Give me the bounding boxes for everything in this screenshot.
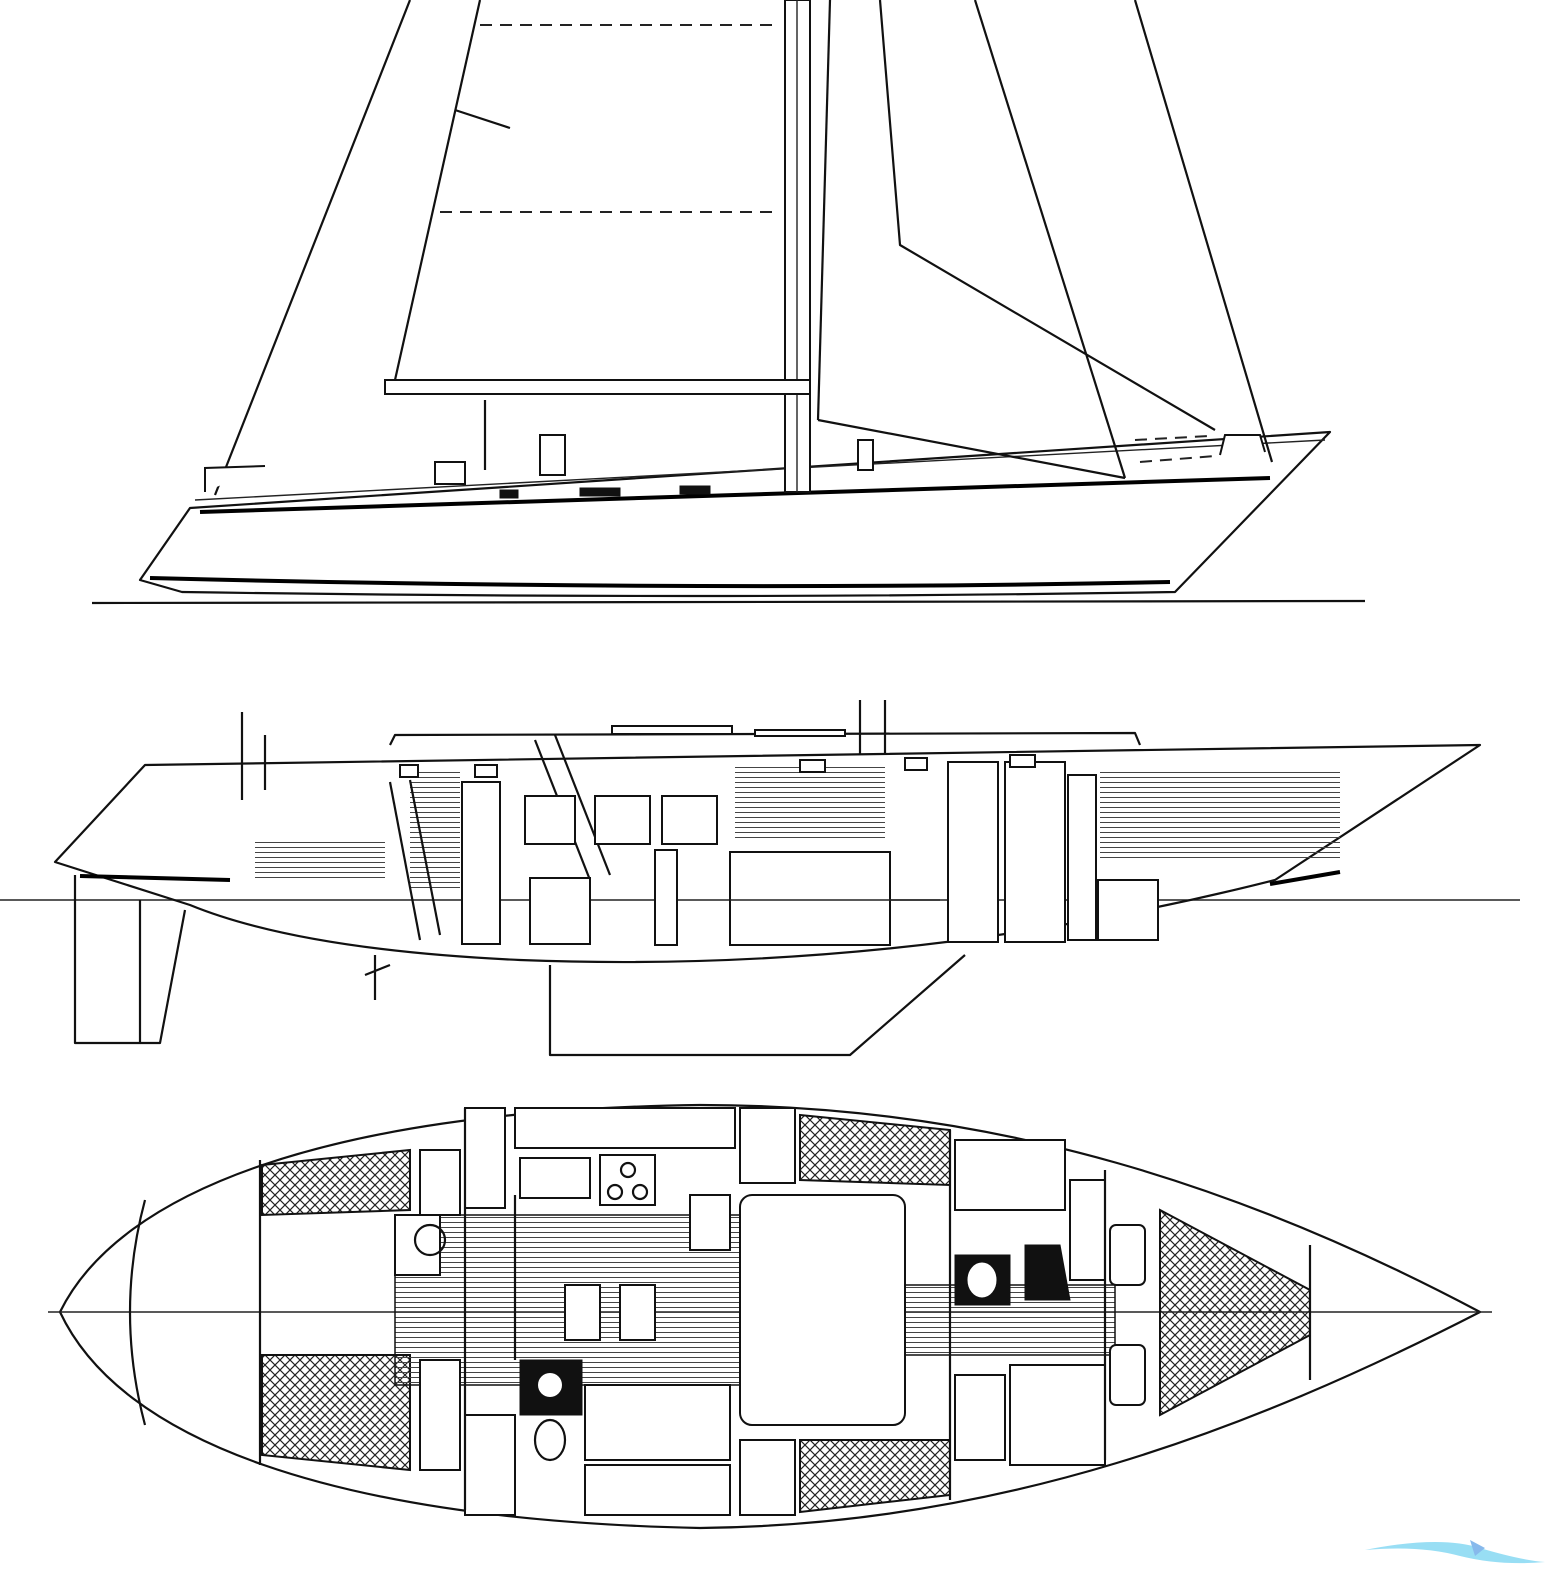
jib-luff [973,0,1127,479]
transom [128,1199,147,1426]
bow-pulpit [1219,434,1266,456]
ground-line [91,599,1366,605]
companionway-ladder [388,781,422,941]
head-toilet [533,1418,567,1462]
staysail-luff [816,0,832,421]
companionway-steps [564,1284,601,1341]
sheer-line [194,439,1326,501]
backstay [213,0,412,496]
hull-side [138,430,1332,598]
accommodation-plan [48,1103,1492,1530]
cabinet [524,795,576,845]
boot-stripe [149,576,1171,589]
sink [519,1157,591,1199]
boom [384,379,811,395]
keel [548,954,966,1057]
settee-starboard [799,1439,951,1514]
settee [729,851,891,946]
aft-berth-port [261,1148,411,1217]
double-sink [689,1194,731,1251]
aft-berth-starboard [261,1354,411,1472]
skeg [140,909,187,1045]
bulkhead-door [947,761,999,943]
winch [434,461,466,485]
companionway-hatch [539,434,566,476]
forestay [1133,0,1274,463]
staysail-foot [817,418,1126,480]
mainsail-leech [393,0,482,381]
watermark-logo [1365,1540,1545,1564]
galley-counter [514,1107,736,1149]
rudder [73,875,142,1045]
stern-pulpit [204,465,266,492]
sail-plan [91,0,1366,605]
rub-rail [199,476,1271,514]
batten [454,108,511,130]
inboard-profile [0,700,1520,1057]
settee-port [799,1113,951,1187]
v-berth [1159,1208,1311,1417]
jib-leech [878,0,1216,431]
